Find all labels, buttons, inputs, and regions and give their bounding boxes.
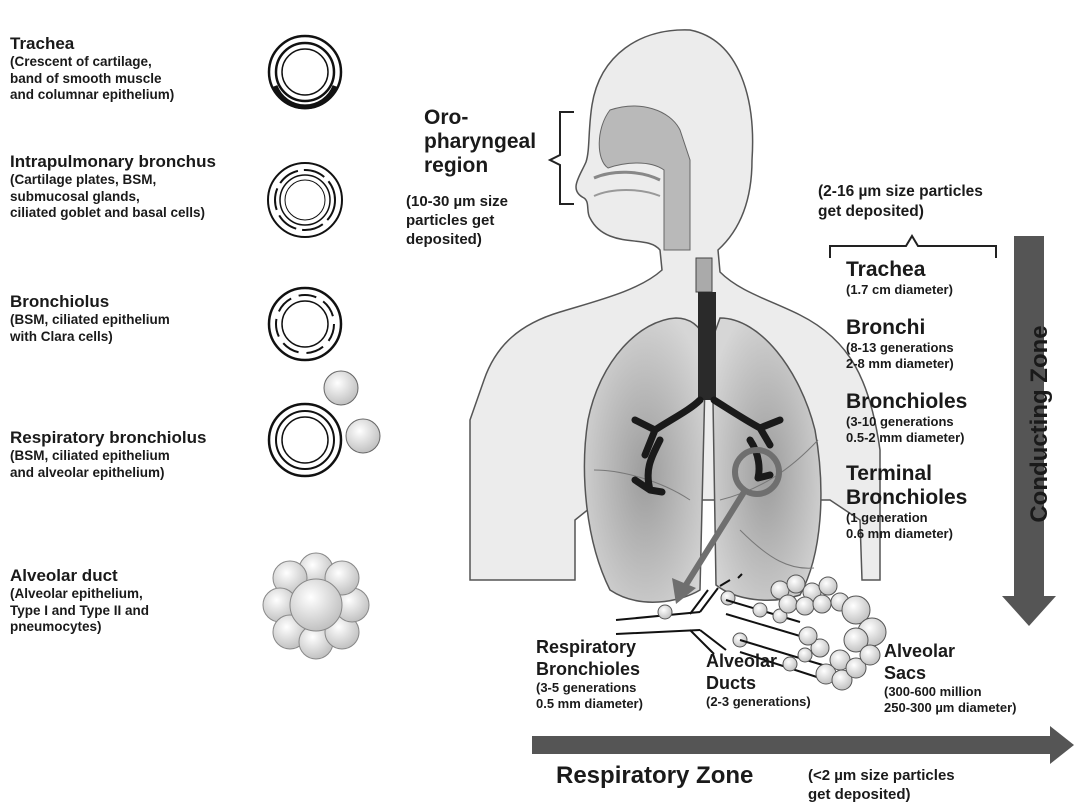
conducting-item-title: Bronchioles: [846, 390, 967, 414]
conducting-item-bronchioles: Bronchioles (3-10 generations 0.5-2 mm d…: [846, 390, 967, 446]
conducting-item-desc: (3-10 generations 0.5-2 mm diameter): [846, 414, 967, 446]
conducting-item-trachea: Trachea (1.7 cm diameter): [846, 258, 953, 298]
left-item-desc: (Crescent of cartilage, band of smooth m…: [10, 54, 174, 104]
left-item-title: Trachea: [10, 34, 174, 54]
respiratory-item-title: Respiratory Bronchioles: [536, 636, 643, 680]
respiratory-item-alveolar-sacs: Alveolar Sacs (300-600 million 250-300 µ…: [884, 640, 1017, 716]
oropharyngeal-title: Oro- pharyngeal region: [424, 106, 536, 178]
left-item-desc: (Alveolar epithelium, Type I and Type II…: [10, 586, 149, 636]
respiratory-item-title: Alveolar Sacs: [884, 640, 1017, 684]
conducting-item-bronchi: Bronchi (8-13 generations 2-8 mm diamete…: [846, 316, 954, 372]
left-item-bronchiolus: Bronchiolus (BSM, ciliated epithelium wi…: [10, 292, 170, 345]
respiratory-arrow: [532, 726, 1074, 764]
bronchiolus-icon: [269, 288, 341, 360]
left-item-alveolar-duct: Alveolar duct (Alveolar epithelium, Type…: [10, 566, 149, 636]
respiratory-item-desc: (3-5 generations 0.5 mm diameter): [536, 680, 643, 712]
left-item-desc: (Cartilage plates, BSM, submucosal gland…: [10, 172, 216, 222]
oropharyngeal-bracket: [550, 112, 574, 204]
respiratory-item-alveolar-ducts: Alveolar Ducts (2-3 generations): [706, 650, 811, 710]
conducting-zone-label: Conducting Zone: [1026, 319, 1054, 529]
alveolar-duct-icon: [263, 553, 369, 659]
conducting-item-title: Bronchi: [846, 316, 954, 340]
conducting-item-terminal-bronchioles: Terminal Bronchioles (1 generation 0.6 m…: [846, 462, 967, 542]
left-item-intrapulmonary-bronchus: Intrapulmonary bronchus (Cartilage plate…: [10, 152, 216, 222]
left-item-respiratory-bronchiolus: Respiratory bronchiolus (BSM, ciliated e…: [10, 428, 206, 481]
intrapulmonary-bronchus-icon: [268, 163, 342, 237]
respiratory-note: (<2 µm size particles get deposited): [808, 766, 955, 804]
respiratory-item-desc: (2-3 generations): [706, 694, 811, 710]
trachea-cross-section-icon: [269, 36, 341, 108]
oropharyngeal-note: (10-30 µm size particles get deposited): [406, 192, 508, 249]
left-item-desc: (BSM, ciliated epithelium with Clara cel…: [10, 312, 170, 345]
respiratory-zone-label: Respiratory Zone: [556, 762, 753, 790]
conducting-note: (2-16 µm size particles get deposited): [818, 182, 983, 222]
left-item-title: Bronchiolus: [10, 292, 170, 312]
conducting-item-desc: (1.7 cm diameter): [846, 282, 953, 298]
left-item-title: Alveolar duct: [10, 566, 149, 586]
left-item-desc: (BSM, ciliated epithelium and alveolar e…: [10, 448, 206, 481]
conducting-item-desc: (1 generation 0.6 mm diameter): [846, 510, 967, 542]
conducting-bracket: [830, 236, 996, 258]
respiratory-item-desc: (300-600 million 250-300 µm diameter): [884, 684, 1017, 716]
conducting-item-title: Terminal Bronchioles: [846, 462, 967, 510]
respiratory-item-bronchioles: Respiratory Bronchioles (3-5 generations…: [536, 636, 643, 712]
conducting-item-desc: (8-13 generations 2-8 mm diameter): [846, 340, 954, 372]
left-item-trachea: Trachea (Crescent of cartilage, band of …: [10, 34, 174, 104]
conducting-item-title: Trachea: [846, 258, 953, 282]
left-item-title: Intrapulmonary bronchus: [10, 152, 216, 172]
respiratory-item-title: Alveolar Ducts: [706, 650, 811, 694]
respiratory-bronchiolus-icon: [269, 371, 380, 476]
left-item-title: Respiratory bronchiolus: [10, 428, 206, 448]
